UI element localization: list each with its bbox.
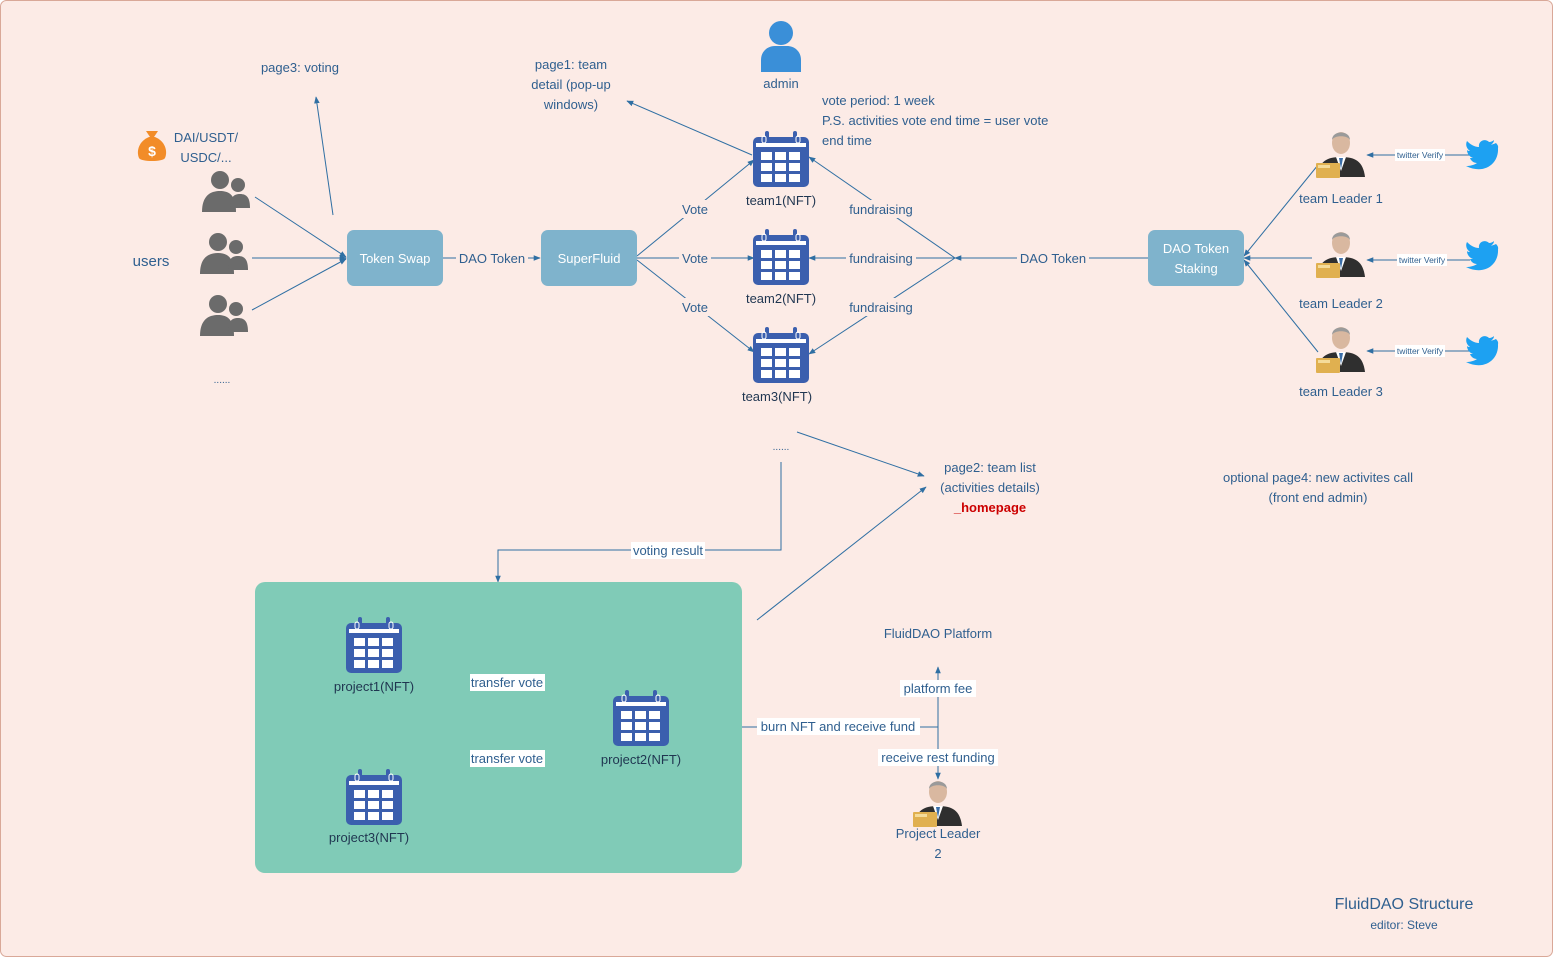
project3-label: project3(NFT) [329,830,409,845]
homepage-label: _homepage [953,500,1026,515]
ps-note-line1: P.S. activities vote end time = user vot… [822,113,1048,128]
project2-label: project2(NFT) [601,752,681,767]
edge-page1 [626,100,753,156]
twitter-verify-label-2: twitter Verify [1399,255,1446,265]
calendar-icon [752,130,810,188]
team1-label: team1(NFT) [746,193,816,208]
money-bag-icon: $ [137,131,167,161]
ps-note-line2: end time [822,133,872,148]
vote-period-label: vote period: 1 week [822,93,935,108]
page1-label-line3: windows) [543,97,598,112]
page4-label-line1: optional page4: new activites call [1223,470,1413,485]
platform-fee-label: platform fee [904,681,973,696]
edge-users3-swap [251,258,347,311]
transfer-vote-label-1: transfer vote [471,675,543,690]
fundraising-label-3: fundraising [849,300,913,315]
edge-labels: DAO Token Vote Vote Vote fundraising fun… [456,149,1447,767]
calendar-icon [612,689,670,747]
currency-label-line2: USDC/... [180,150,231,165]
dao-token-label-1: DAO Token [459,251,525,266]
calendar-icon [345,768,403,826]
edge-page3 [314,96,334,216]
footer-title: FluidDAO Structure [1335,896,1474,913]
team-leader-1-label: team Leader 1 [1299,191,1383,206]
dao-token-staking-box [1148,230,1244,286]
token-swap-label: Token Swap [360,251,431,266]
calendar-icon [752,228,810,286]
voting-result-label: voting result [633,543,703,558]
dao-token-staking-label-2: Staking [1174,261,1217,276]
twitter-verify-label-3: twitter Verify [1397,346,1444,356]
vote-label-3: Vote [682,300,708,315]
project-leader-label-line1: Project Leader [896,826,981,841]
edge-page2-bottom [756,486,927,621]
project-leader-label-line2: 2 [934,846,941,861]
admin-label: admin [763,76,798,91]
page4-label-line2: (front end admin) [1269,490,1368,505]
calendar-icon [752,326,810,384]
teams-more-label: ...... [773,442,790,453]
page2-label-line1: page2: team list [944,460,1036,475]
currency-label-line1: DAI/USDT/ [174,130,239,145]
page1-label-line2: detail (pop-up [531,77,611,92]
edge-leader3-staking [1243,259,1319,353]
rest-funding-label: receive rest funding [881,750,994,765]
edge-users1-swap [254,196,347,258]
dao-token-staking-label-1: DAO Token [1163,241,1229,256]
project1-label: project1(NFT) [334,679,414,694]
svg-text:$: $ [148,143,156,159]
footer-editor: editor: Steve [1370,918,1438,932]
admin-icon [761,21,801,72]
page3-label: page3: voting [261,60,339,75]
vote-label-2: Vote [682,251,708,266]
edge-leader1-staking [1243,164,1319,257]
page1-label-line1: page1: team [535,57,607,72]
users-label: users [133,253,170,270]
vote-label-1: Vote [682,202,708,217]
calendar-icon [345,616,403,674]
platform-label: FluidDAO Platform [884,626,992,641]
superfluid-label: SuperFluid [558,251,621,266]
fundraising-label-1: fundraising [849,202,913,217]
dao-token-label-2: DAO Token [1020,251,1086,266]
burn-nft-label: burn NFT and receive fund [761,719,915,734]
team-leader-2-label: team Leader 2 [1299,296,1383,311]
users-more-label: ...... [214,375,231,386]
token-swap-box [347,230,443,286]
team-leader-3-label: team Leader 3 [1299,384,1383,399]
page2-label-line2: (activities details) [940,480,1040,495]
fundraising-label-2: fundraising [849,251,913,266]
edge-page2-top [796,431,925,477]
superfluid-box [541,230,637,286]
team3-label: team3(NFT) [742,389,812,404]
twitter-verify-label-1: twitter Verify [1397,150,1444,160]
team2-label: team2(NFT) [746,291,816,306]
transfer-vote-label-2: transfer vote [471,751,543,766]
